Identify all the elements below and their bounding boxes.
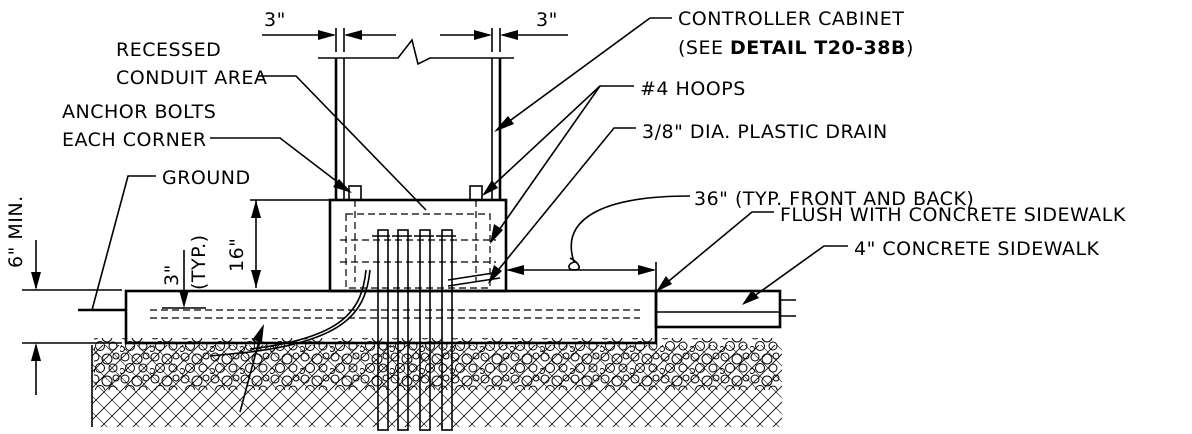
dim-6-min (22, 240, 122, 395)
sidewalk-4-label: 4" CONCRETE SIDEWALK (854, 238, 1100, 260)
anchor-bolts-label-line1: ANCHOR BOLTS (62, 101, 216, 123)
leader-4-sidewalk (742, 245, 848, 305)
ground-wire (78, 269, 371, 357)
sixteen-label: 16" (226, 238, 248, 272)
three-typ-label-a: 3" (161, 264, 183, 286)
three-typ-label-b: (TYP.) (188, 234, 210, 290)
controller-cabinet-label: CONTROLLER CABINET (678, 8, 904, 30)
cabinet-pedestal (328, 198, 508, 293)
anchor-bolts (348, 185, 483, 282)
leader-drain (488, 127, 636, 284)
recessed-label-line1: RECESSED (116, 39, 221, 61)
gravel-bed (94, 338, 780, 390)
leader-ground (91, 175, 156, 311)
ground-label: GROUND (162, 167, 251, 189)
leader-hoops (482, 85, 634, 244)
anchor-bolts-label-line2: EACH CORNER (62, 129, 207, 151)
leader-controller-cabinet (494, 17, 672, 132)
drain-label: 3/8" DIA. PLASTIC DRAIN (642, 121, 888, 143)
foundation-slab (124, 289, 658, 345)
dim-3-typ (162, 250, 206, 309)
controller-cabinet-detail-ref: (SEE DETAIL T20-38B) (678, 37, 914, 59)
leader-anchor-bolts (210, 137, 352, 193)
dim-36 (506, 195, 691, 290)
controller-cabinet (318, 38, 514, 200)
leader-bottom (239, 324, 264, 413)
concrete-sidewalk (654, 289, 796, 329)
leader-recessed (258, 75, 427, 211)
dim-3-top (262, 28, 568, 52)
dim-16 (250, 199, 330, 288)
recessed-label-line2: CONDUIT AREA (116, 67, 267, 89)
dim-label-left-3: 3" (264, 9, 286, 31)
dim-label-right-3: 3" (536, 9, 558, 31)
flush-label: FLUSH WITH CONCRETE SIDEWALK (780, 204, 1126, 226)
leader-flush (656, 211, 774, 292)
six-min-label: 6" MIN. (5, 195, 27, 268)
hoops-label: #4 HOOPS (640, 78, 746, 100)
conduits (372, 229, 456, 431)
typ-36-label: 36" (TYP. FRONT AND BACK) (694, 188, 974, 210)
